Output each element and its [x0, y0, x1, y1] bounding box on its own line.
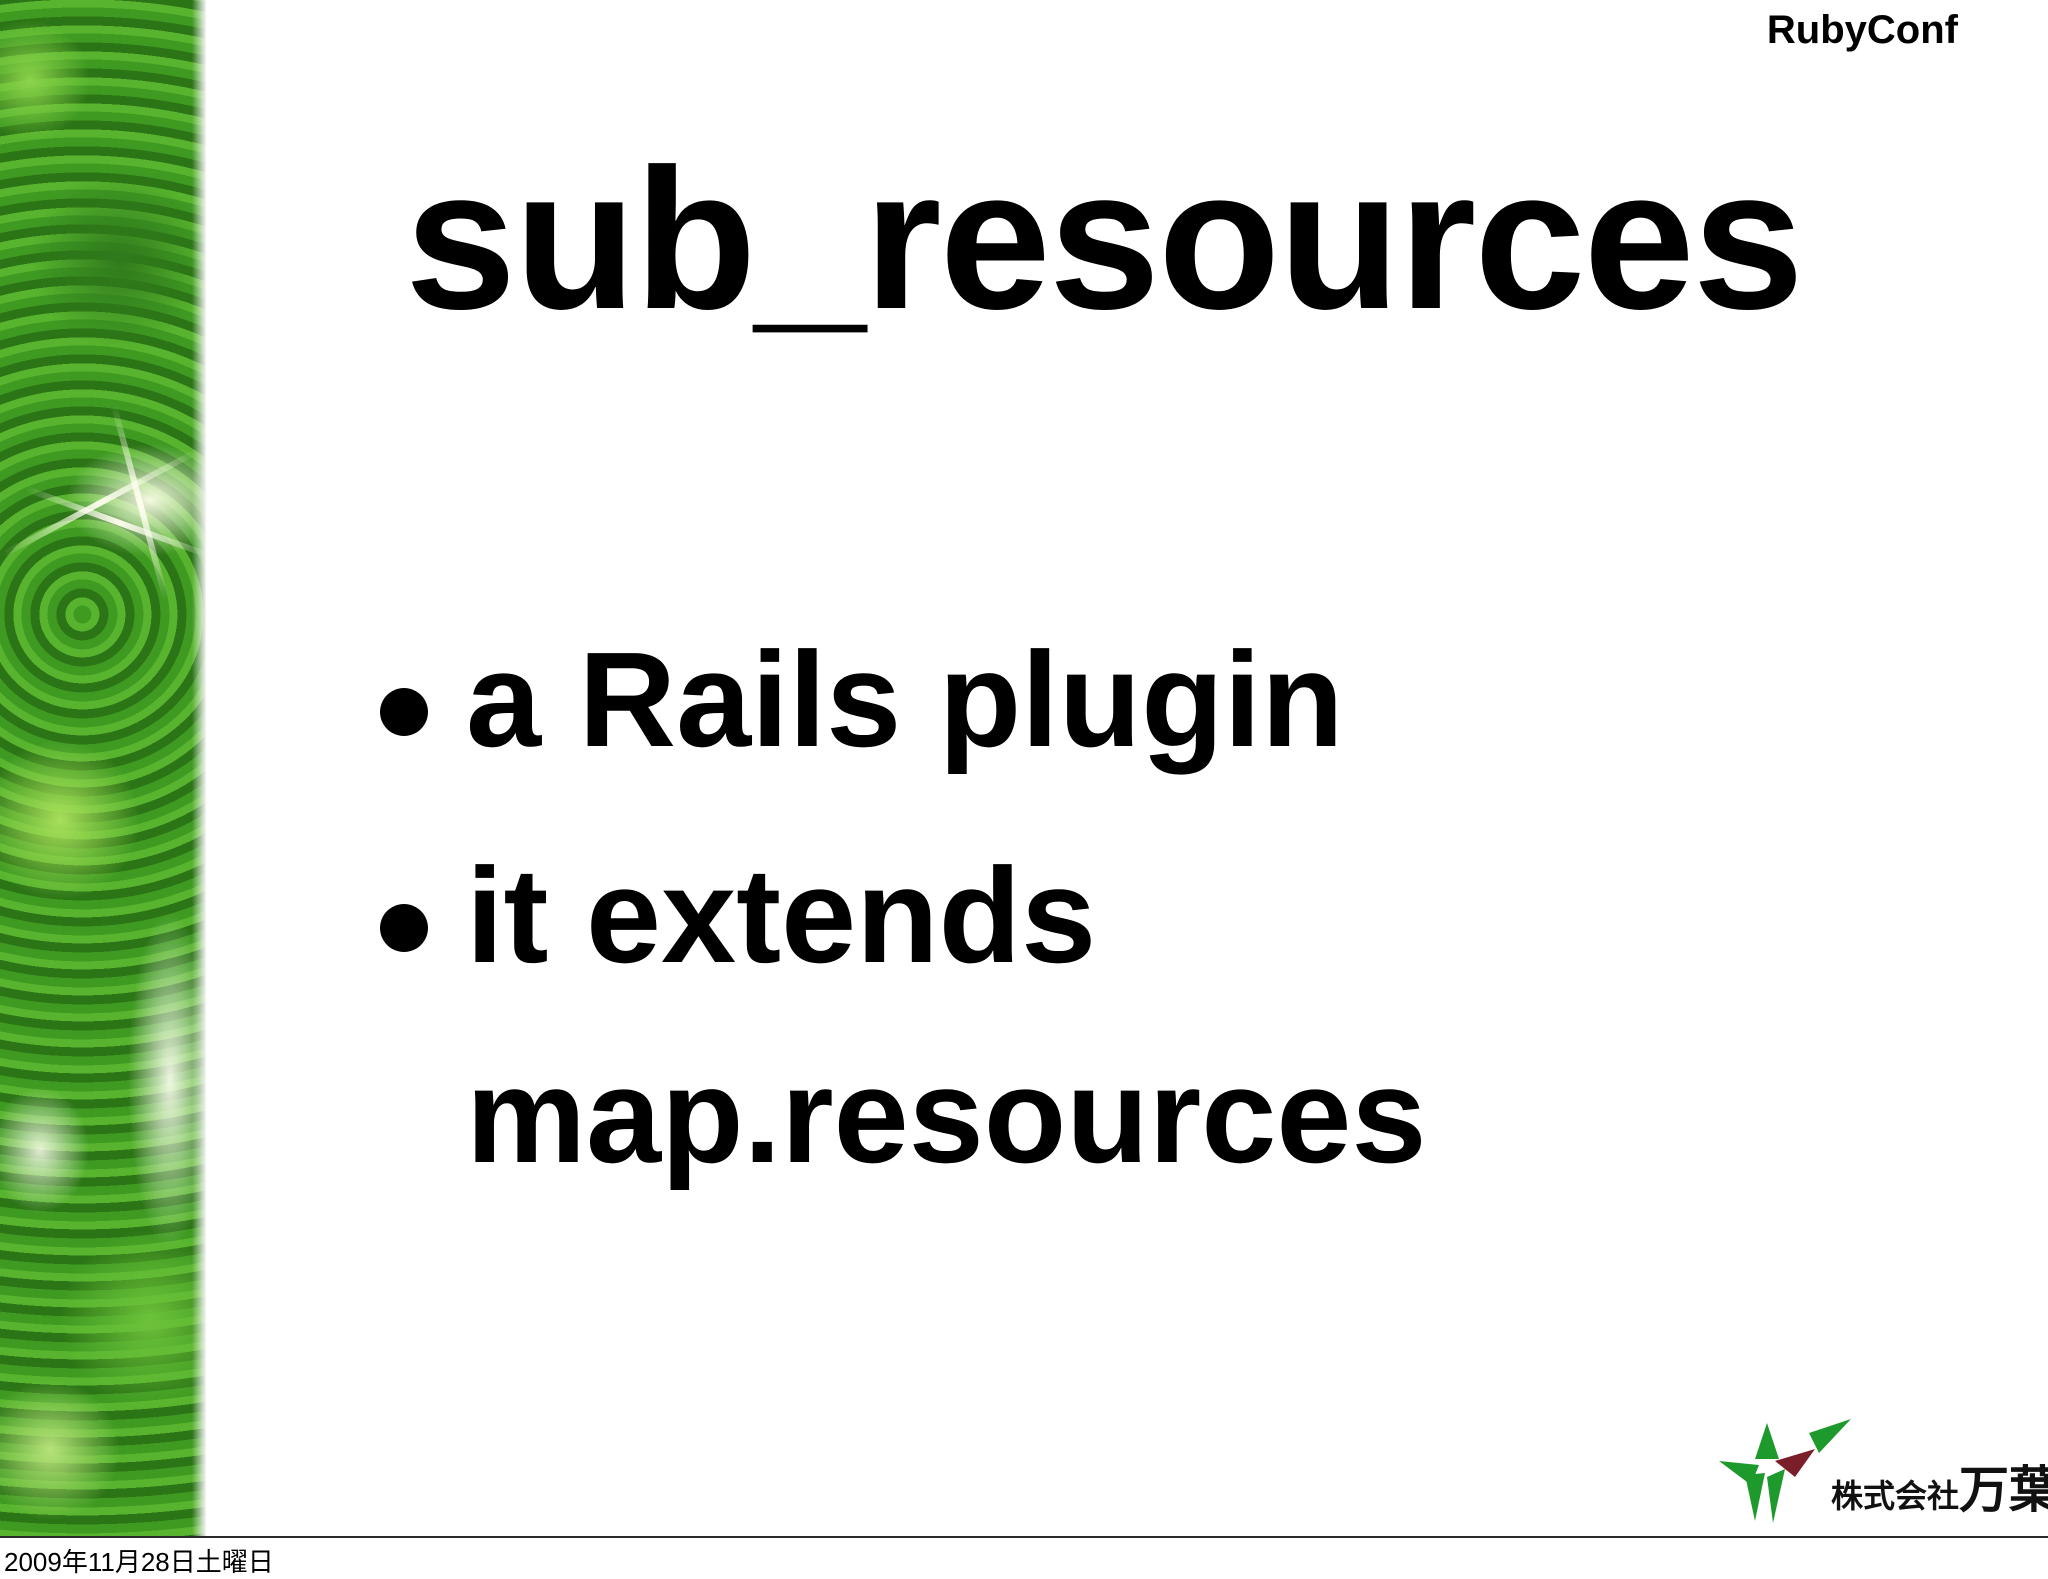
bullet-dot-icon: [380, 904, 428, 952]
footer-date: 2009年11月28日土曜日: [4, 1547, 274, 1577]
bullet-text: it extends map.resources: [466, 840, 1427, 1191]
sun-ray: [111, 405, 169, 601]
logo-prefix: 株式会社: [1831, 1477, 1960, 1515]
slide-title: sub_resources: [405, 128, 1804, 351]
logo-name: 万葉: [1959, 1461, 2048, 1519]
conference-label: RubyConf: [1766, 8, 1958, 52]
bullet-text: a Rails plugin: [466, 624, 1344, 775]
company-logo: 株式会社万葉: [1715, 1415, 2048, 1525]
bullet-dot-icon: [380, 688, 428, 736]
slide: RubyConf sub_resources a Rails plugin it…: [0, 0, 2048, 1538]
foliage-image: [0, 0, 215, 1536]
bullet-list: a Rails plugin it extends map.resources: [380, 600, 1940, 1232]
bullet-item: a Rails plugin: [380, 600, 1940, 800]
leaf-logo-icon: [1719, 1419, 1851, 1523]
bullet-item: it extends map.resources: [380, 816, 1940, 1216]
logo-text: 株式会社万葉: [1831, 1465, 2048, 1515]
